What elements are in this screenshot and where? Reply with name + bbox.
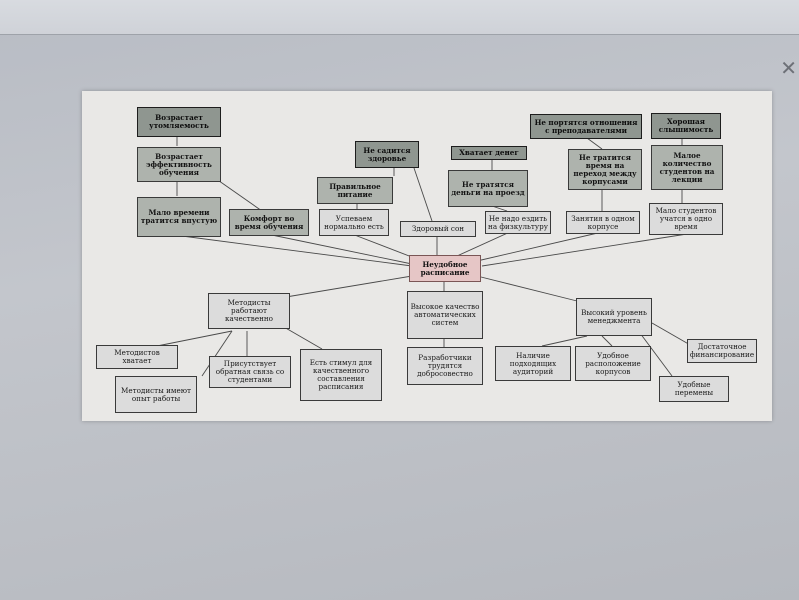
node-little-wasted-time: Мало времени тратится впустую	[137, 197, 221, 237]
close-icon[interactable]: ✕	[780, 56, 797, 80]
node-inconvenient-schedule: Неудобное расписание	[409, 255, 481, 282]
node-proper-nutrition: Правильное питание	[317, 177, 393, 204]
edge-n14-center	[476, 231, 603, 262]
node-enough-methodists: Методистов хватает	[96, 345, 178, 369]
node-no-building-transfer: Не тратится время на переход между корпу…	[568, 149, 642, 190]
node-methodists-experienced: Методисты имеют опыт работы	[115, 376, 197, 413]
edge-n11-center	[456, 230, 513, 257]
node-methodists-work-well: Методисты работают качественно	[208, 293, 290, 329]
node-automated-systems-quality: Высокое качество автоматических систем	[407, 291, 483, 339]
node-quality-incentive: Есть стимул для качественного составлени…	[300, 349, 382, 401]
edge-b8-b10	[601, 335, 613, 347]
node-enough-money: Хватает денег	[451, 146, 527, 160]
node-increased-fatigue: Возрастает утомляемость	[137, 107, 221, 137]
node-convenient-breaks: Удобные перемены	[659, 376, 729, 402]
diagram-connectors	[156, 136, 693, 377]
edge-b8-b11	[636, 328, 673, 377]
node-healthy-sleep: Здоровый сон	[400, 221, 476, 237]
node-few-students-at-once: Мало студентов учатся в одно время	[649, 203, 723, 235]
node-enough-time-to-eat: Успеваем нормально есть	[319, 209, 389, 236]
node-suitable-classrooms: Наличие подходящих аудиторий	[495, 346, 571, 381]
edge-n12-n13	[586, 137, 603, 150]
node-learning-efficiency: Возрастает эффективность обучения	[137, 147, 221, 182]
node-good-audibility: Хорошая слышимость	[651, 113, 721, 139]
node-no-pe-travel: Не надо ездить на физкультуру	[485, 211, 551, 234]
node-high-management-level: Высокий уровень менеджмента	[576, 298, 652, 336]
edge-n7-center	[351, 233, 418, 260]
edge-n4-center	[266, 233, 413, 265]
edge-n3-center	[181, 235, 413, 267]
node-few-students-per-lecture: Малое количество студентов на лекции	[651, 145, 723, 190]
node-student-feedback: Присутствует обратная связь со студентам…	[209, 356, 291, 388]
window-top-bar	[0, 0, 799, 35]
edge-b1-b2	[156, 330, 233, 347]
edge-center-b8	[476, 275, 578, 302]
node-developers-diligent: Разработчики трудятся добросовестно	[407, 347, 483, 385]
edge-b1-b3	[201, 330, 233, 377]
edge-b8-b9	[541, 335, 588, 347]
node-comfort-while-studying: Комфорт во время обучения	[229, 209, 309, 236]
node-health-not-declining: Не садится здоровье	[355, 141, 419, 168]
edge-n17-center	[481, 233, 688, 267]
node-sufficient-funding: Достаточное финансирование	[687, 339, 757, 363]
edge-n5-n8	[413, 167, 433, 222]
edge-b8-b12	[651, 322, 693, 347]
node-classes-one-building: Занятия в одном корпусе	[566, 211, 640, 234]
node-good-teacher-relations: Не портятся отношения с преподавателями	[530, 114, 642, 139]
node-no-travel-costs: Не тратятся деньги на проезд	[448, 170, 528, 207]
node-convenient-buildings: Удобное расположение корпусов	[575, 346, 651, 381]
cause-effect-diagram: Возрастает утомляемость Возрастает эффек…	[82, 91, 772, 421]
